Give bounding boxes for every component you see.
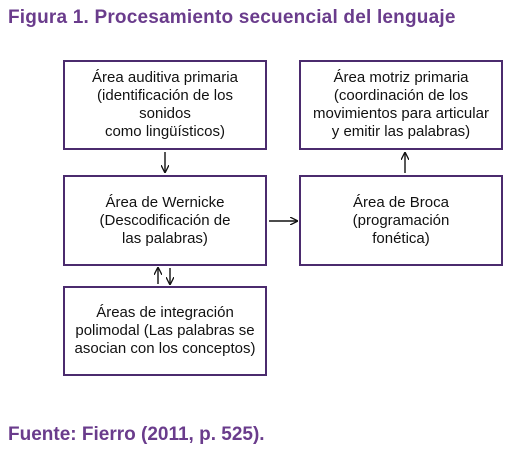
node-area-motriz-primaria: Área motriz primaria (coordinación de lo… [299,60,503,150]
node-label: Área de Broca (programación fonética) [352,193,450,247]
node-area-de-wernicke: Área de Wernicke (Descodificación de las… [63,175,267,266]
node-label: Área auditiva primaria (identificación d… [92,69,238,140]
figure-title: Figura 1. Procesamiento secuencial del l… [8,7,456,28]
node-areas-de-integracion: Áreas de integración polimodal (Las pala… [63,286,267,376]
node-label: Área de Wernicke (Descodificación de las… [99,193,231,247]
node-area-auditiva-primaria: Área auditiva primaria (identificación d… [63,60,267,150]
node-area-de-broca: Área de Broca (programación fonética) [299,175,503,266]
node-label: Áreas de integración polimodal (Las pala… [74,304,256,357]
node-label: Área motriz primaria (coordinación de lo… [313,69,489,140]
figure-source: Fuente: Fierro (2011, p. 525). [8,424,265,445]
